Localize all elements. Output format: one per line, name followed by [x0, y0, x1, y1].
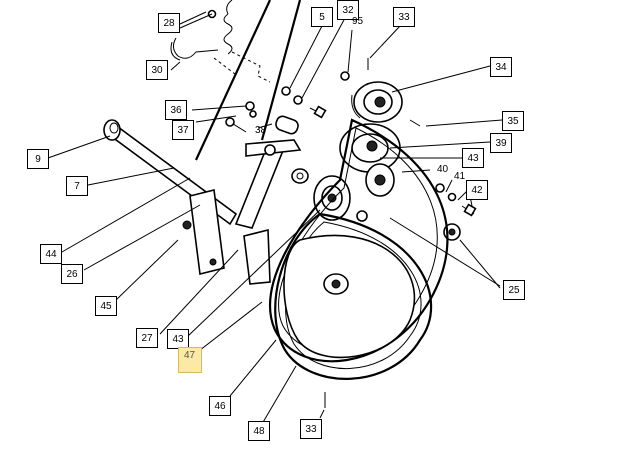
- callout-43-right: 43: [462, 148, 484, 168]
- nut-part: [447, 192, 457, 202]
- callout-5: 5: [311, 7, 333, 27]
- auger-belt-part: [274, 212, 433, 380]
- callout-43-bottom: 43: [167, 329, 189, 349]
- mount-bracket-part: [182, 189, 271, 285]
- callout-42: 42: [466, 180, 488, 200]
- callout-26: 26: [61, 264, 83, 284]
- callout-44: 44: [40, 244, 62, 264]
- callout-47-highlighted: 47: [178, 347, 202, 373]
- leader-lines: [47, 11, 503, 425]
- label-40: 40: [437, 164, 449, 175]
- idler-pulley-part: [313, 175, 351, 221]
- callout-7: 7: [66, 176, 88, 196]
- callout-37: 37: [172, 120, 194, 140]
- upper-pulley-part: [351, 81, 403, 123]
- nut-part: [435, 183, 445, 193]
- frame-line: [260, 0, 302, 141]
- callout-28: 28: [158, 13, 180, 33]
- callout-36: 36: [165, 100, 187, 120]
- callout-48: 48: [248, 421, 270, 441]
- callout-45: 45: [95, 296, 117, 316]
- label-41: 41: [454, 171, 466, 182]
- drive-belt-part: [269, 118, 449, 363]
- washer-part: [245, 101, 255, 111]
- pin-part: [409, 119, 421, 127]
- control-arm-part: [234, 139, 309, 229]
- callout-34: 34: [490, 57, 512, 77]
- dashed-leader: [213, 57, 236, 75]
- label-38: 38: [255, 125, 267, 136]
- bushing-part: [275, 115, 299, 135]
- washer-part: [249, 110, 257, 118]
- small-pulley-part: [365, 163, 395, 197]
- callout-33-bottom: 33: [300, 419, 322, 439]
- callout-9: 9: [27, 149, 49, 169]
- label-95: 95: [352, 16, 364, 27]
- callout-30: 30: [146, 60, 168, 80]
- frame-line: [195, 0, 271, 161]
- hook-rod-part: [172, 37, 219, 59]
- callout-46: 46: [209, 396, 231, 416]
- callout-33-top: 33: [393, 7, 415, 27]
- callout-27: 27: [136, 328, 158, 348]
- auger-pulley-part: [283, 234, 416, 359]
- spring-part: [223, 0, 233, 55]
- nut-part: [356, 210, 368, 222]
- dashed-leader: [231, 51, 271, 83]
- callout-25: 25: [503, 280, 525, 300]
- callout-32: 32: [337, 0, 359, 20]
- callout-39: 39: [490, 133, 512, 153]
- nut-part: [340, 71, 350, 81]
- callout-35: 35: [502, 111, 524, 131]
- washer-stack-part: [281, 86, 327, 119]
